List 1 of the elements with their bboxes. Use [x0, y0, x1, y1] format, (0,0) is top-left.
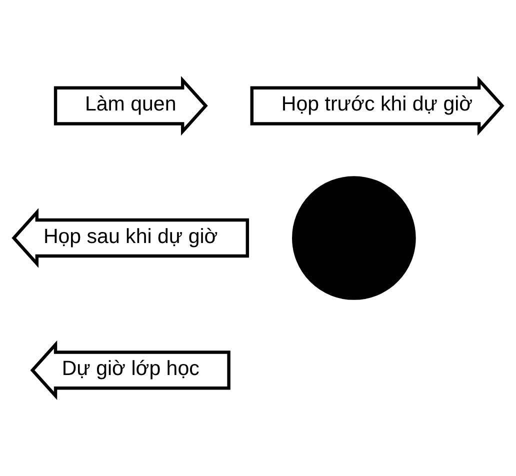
node-circle	[292, 176, 416, 300]
